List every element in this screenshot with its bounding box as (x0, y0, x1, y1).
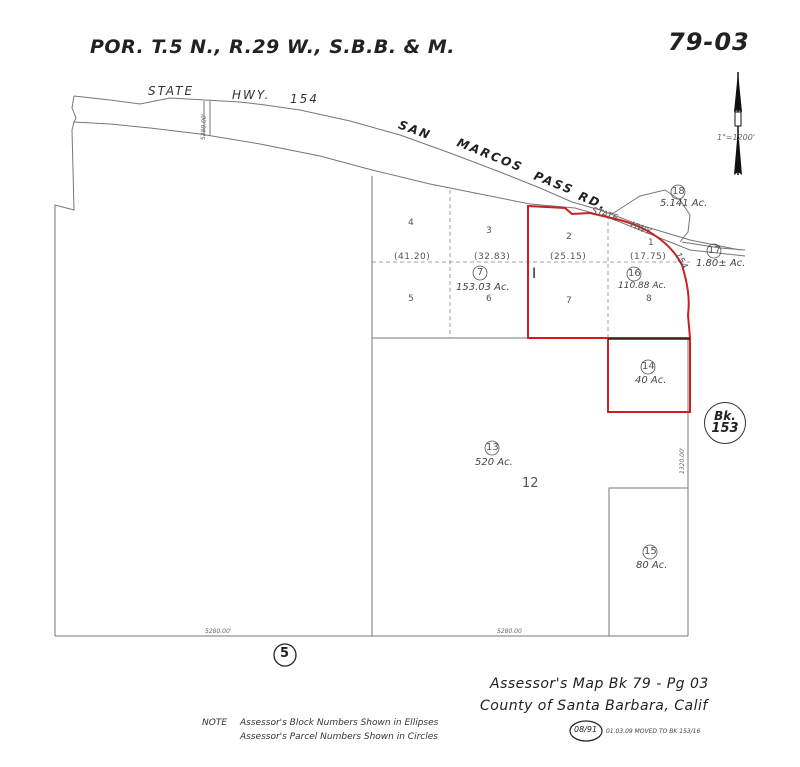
note-line-2: Assessor's Parcel Numbers Shown in Circl… (240, 732, 438, 742)
acreage-32-83: (32.83) (474, 252, 511, 262)
acreage-5-141: 5.141 Ac. (660, 198, 708, 209)
map-number: 79-03 (668, 28, 750, 56)
parcel-1: 1 (648, 238, 654, 248)
block-153-reference: Bk. 153 (704, 402, 746, 444)
dimension-middle: 5280.00 (497, 628, 522, 635)
circle-number-7: 7 (477, 267, 484, 278)
acreage-153-03: 153.03 Ac. (456, 282, 510, 293)
circle-16 (626, 266, 642, 282)
dimension-road: 5280.00' (200, 113, 208, 141)
note-label: NOTE (202, 718, 228, 728)
township-range-header: POR. T.5 N., R.29 W., S.B.B. & M. (90, 36, 455, 58)
page-circle-ring (273, 643, 297, 667)
parcel-5: 5 (408, 294, 414, 304)
revision-note: 01.03.09 MOVED TO BK 153/16 (606, 728, 701, 735)
road-label-state: STATE (148, 84, 195, 98)
parcel-18-outline (611, 189, 691, 243)
parcel-4: 4 (408, 218, 414, 228)
block-ref-label: Bk. (714, 409, 736, 423)
acreage-40: 40 Ac. (635, 375, 667, 386)
acreage-25-15: (25.15) (550, 252, 587, 262)
revision-stamp-ring (569, 720, 603, 742)
block-i-label: I (532, 266, 537, 282)
parcel-7: 7 (566, 296, 572, 306)
circle-number-17: 17 (708, 245, 721, 256)
page-circle-5: 5 (280, 646, 290, 661)
parcel-2: 2 (566, 232, 572, 242)
circle-number-18: 18 (672, 186, 685, 197)
block-12-label: 12 (522, 476, 539, 491)
caption-line-1: Assessor's Map Bk 79 - Pg 03 (490, 676, 709, 692)
note-line-1: Assessor's Block Numbers Shown in Ellips… (240, 718, 439, 728)
highway-north-edge (73, 95, 741, 251)
north-arrow-icon (734, 72, 742, 175)
circle-number-14: 14 (642, 361, 655, 372)
circle-7 (472, 265, 488, 281)
highway-south-edge (73, 121, 746, 257)
circle-13 (484, 440, 500, 456)
acreage-80: 80 Ac. (636, 560, 668, 571)
acreage-17-75: (17.75) (630, 252, 667, 262)
road-label-154: 154 (290, 92, 319, 106)
parcel-3: 3 (486, 226, 492, 236)
highlighted-parcel-14-boundary (607, 337, 691, 413)
dimension-side: 1320.00' (679, 447, 686, 474)
acreage-41-20: (41.20) (394, 252, 431, 262)
acreage-110-88: 110.88 Ac. (618, 281, 667, 291)
circle-number-13: 13 (486, 442, 499, 453)
circle-14 (640, 359, 656, 375)
parcel-8: 8 (646, 294, 652, 304)
circle-number-15: 15 (644, 546, 657, 557)
revision-stamp: 08/91 (574, 725, 598, 734)
scale-text: 1"=1200' (717, 133, 756, 142)
circle-15 (642, 544, 658, 560)
road-label-hwy: HWY. (232, 88, 271, 102)
dimension-left: 5280.00' (205, 628, 232, 635)
parcel-15-lines (608, 487, 688, 636)
west-boundary (54, 95, 77, 636)
block-ref-number: 153 (711, 421, 739, 436)
highlighted-parcel-16-boundary (527, 204, 692, 339)
parcel-6: 6 (486, 294, 492, 304)
acreage-1-80: 1.80± Ac. (696, 258, 746, 269)
circle-17 (706, 243, 722, 259)
circle-number-16: 16 (628, 268, 641, 279)
circle-18 (670, 184, 686, 200)
acreage-520: 520 Ac. (475, 457, 513, 468)
caption-line-2: County of Santa Barbara, Calif (480, 698, 708, 714)
